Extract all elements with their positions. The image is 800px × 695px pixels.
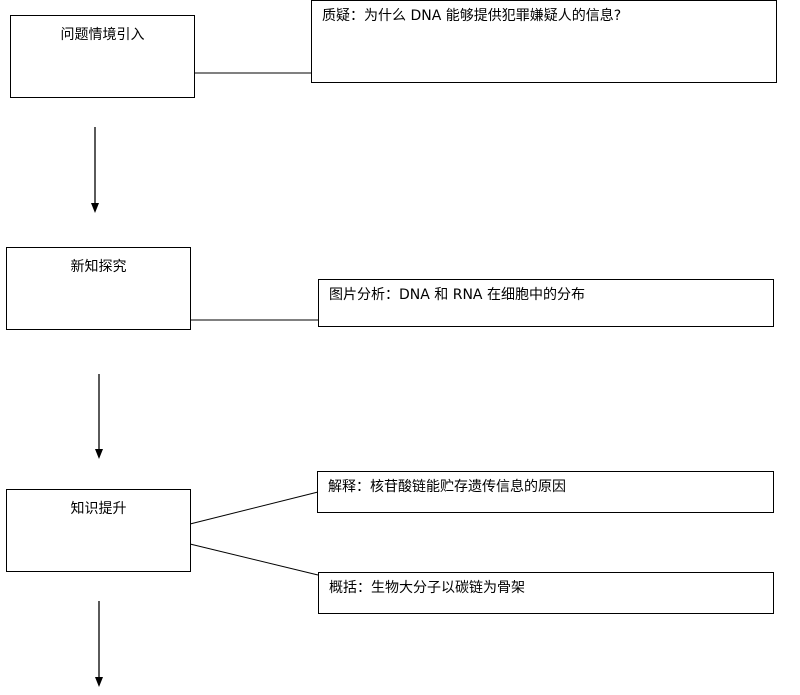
connector-stage3-note4 [189, 543, 319, 576]
stage-label: 新知探究 [70, 259, 127, 275]
connector-stage3-note3 [189, 491, 319, 525]
stage-label: 问题情境引入 [60, 27, 145, 43]
note-box-question: 质疑：为什么 DNA 能够提供犯罪嫌疑人的信息? [311, 0, 777, 83]
arrowhead-3 [95, 677, 103, 687]
note-box-explanation: 解释：核苷酸链能贮存遗传信息的原因 [317, 471, 774, 513]
stage-box-new-knowledge: 新知探究 [6, 247, 191, 330]
note-text: 图片分析：DNA 和 RNA 在细胞中的分布 [329, 287, 585, 303]
arrowhead-1 [91, 203, 99, 213]
note-text: 概括：生物大分子以碳链为骨架 [329, 580, 525, 596]
note-box-summary: 概括：生物大分子以碳链为骨架 [318, 572, 774, 614]
stage-box-problem-intro: 问题情境引入 [10, 15, 195, 98]
stage-label: 知识提升 [70, 501, 127, 517]
note-box-image-analysis: 图片分析：DNA 和 RNA 在细胞中的分布 [318, 279, 774, 327]
arrowhead-2 [95, 449, 103, 459]
note-text: 质疑：为什么 DNA 能够提供犯罪嫌疑人的信息? [322, 8, 622, 24]
note-text: 解释：核苷酸链能贮存遗传信息的原因 [328, 479, 566, 495]
stage-box-knowledge-boost: 知识提升 [6, 489, 191, 572]
